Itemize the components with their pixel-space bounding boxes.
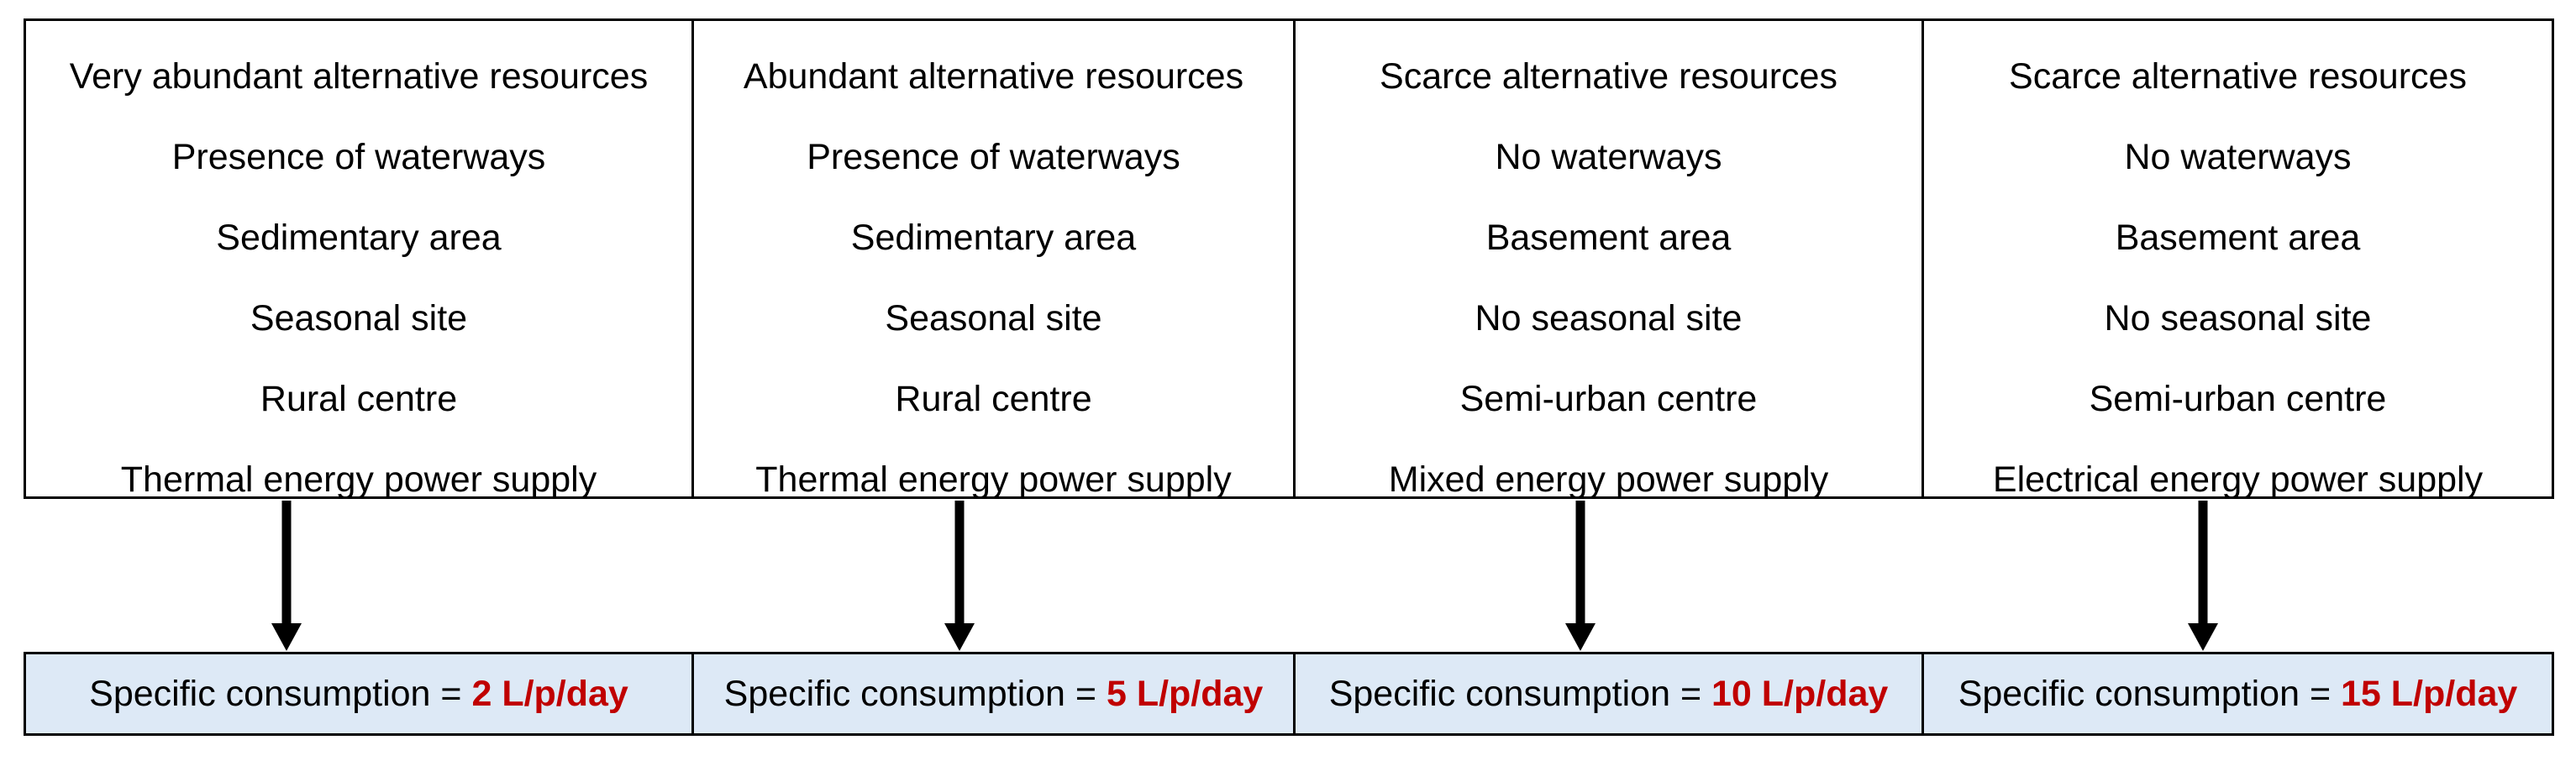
criteria-box-1: Very abundant alternative resources Pres… (24, 18, 694, 500)
arrow-3 (1565, 501, 1596, 651)
result-value: 10 L/p/day (1711, 673, 1889, 714)
result-box-1: Specific consumption = 2 L/p/day (24, 652, 694, 736)
criterion-resources: Scarce alternative resources (1380, 56, 1837, 97)
arrow-2-head (944, 623, 975, 651)
arrow-2 (944, 501, 975, 651)
criterion-centre-type: Semi-urban centre (1459, 379, 1758, 419)
criterion-geology: Sedimentary area (850, 218, 1137, 258)
result-box-4: Specific consumption = 15 L/p/day (1921, 652, 2554, 736)
result-label: Specific consumption = (1958, 673, 2332, 714)
criterion-waterways: Presence of waterways (807, 137, 1180, 177)
arrow-4 (2188, 501, 2218, 651)
criterion-power-supply: Thermal energy power supply (755, 459, 1232, 500)
result-value: 5 L/p/day (1106, 673, 1264, 714)
criterion-power-supply: Thermal energy power supply (120, 459, 597, 500)
criterion-seasonality: Seasonal site (885, 298, 1102, 339)
criterion-waterways: No waterways (1495, 137, 1722, 177)
arrow-4-head (2188, 623, 2218, 651)
arrow-1 (271, 501, 302, 651)
criterion-seasonality: Seasonal site (250, 298, 468, 339)
criterion-centre-type: Rural centre (895, 379, 1092, 419)
result-box-2: Specific consumption = 5 L/p/day (691, 652, 1296, 736)
criterion-waterways: Presence of waterways (171, 137, 546, 177)
result-label: Specific consumption = (723, 673, 1097, 714)
criterion-power-supply: Mixed energy power supply (1388, 459, 1829, 500)
criteria-box-2: Abundant alternative resources Presence … (691, 18, 1296, 500)
criterion-power-supply: Electrical energy power supply (1992, 459, 2484, 500)
criterion-resources: Very abundant alternative resources (69, 56, 649, 97)
criterion-seasonality: No seasonal site (2104, 298, 2372, 339)
result-value: 2 L/p/day (471, 673, 628, 714)
arrow-1-head (271, 623, 302, 651)
criterion-centre-type: Rural centre (260, 379, 458, 419)
result-value: 15 L/p/day (2341, 673, 2518, 714)
result-box-3: Specific consumption = 10 L/p/day (1293, 652, 1924, 736)
criterion-resources: Abundant alternative resources (743, 56, 1244, 97)
criteria-box-4: Scarce alternative resources No waterway… (1921, 18, 2554, 500)
criterion-centre-type: Semi-urban centre (2089, 379, 2387, 419)
result-label: Specific consumption = (89, 673, 462, 714)
criteria-box-3: Scarce alternative resources No waterway… (1293, 18, 1924, 500)
criterion-seasonality: No seasonal site (1475, 298, 1743, 339)
result-label: Specific consumption = (1328, 673, 1702, 714)
criterion-resources: Scarce alternative resources (2009, 56, 2467, 97)
arrow-3-head (1565, 623, 1596, 651)
criterion-waterways: No waterways (2124, 137, 2352, 177)
criterion-geology: Basement area (1485, 218, 1732, 258)
criterion-geology: Sedimentary area (216, 218, 502, 258)
criterion-geology: Basement area (2115, 218, 2361, 258)
